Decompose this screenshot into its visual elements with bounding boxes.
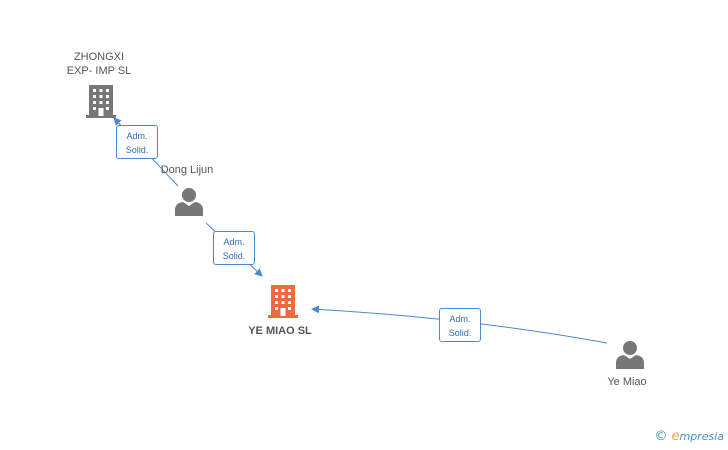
brand-name: mpresia bbox=[679, 430, 724, 443]
empresia-logo: ©empresia bbox=[654, 429, 724, 444]
node-label-ye-miao[interactable]: Ye Miao bbox=[607, 376, 647, 388]
edge-label-line: Adm. bbox=[126, 131, 148, 141]
person-icon[interactable] bbox=[616, 341, 644, 369]
node-label-line: ZHONGXI bbox=[73, 51, 125, 63]
building-icon[interactable] bbox=[268, 285, 298, 318]
edge-label-line: Adm. bbox=[223, 237, 245, 247]
edge-label-dong-yemiaosl[interactable]: Adm. Solid. bbox=[213, 231, 255, 265]
edge-label-line: Solid. bbox=[448, 328, 472, 338]
edge-label-yemiao-yemiaosl[interactable]: Adm. Solid. bbox=[439, 308, 481, 342]
brand-first-letter: e bbox=[671, 429, 680, 444]
node-label-zhongxi[interactable]: ZHONGXI EXP- IMP SL bbox=[52, 50, 146, 78]
edge-label-line: Solid. bbox=[222, 251, 246, 261]
edge-label-dong-zhongxi[interactable]: Adm. Solid. bbox=[116, 125, 158, 159]
node-label-line: EXP- IMP SL bbox=[66, 65, 132, 77]
node-label-dong-lijun[interactable]: Dong Lijun bbox=[160, 164, 214, 176]
node-label-ye-miao-sl[interactable]: YE MIAO SL bbox=[248, 325, 312, 337]
edge-label-line: Solid. bbox=[125, 145, 149, 155]
building-icon[interactable] bbox=[86, 85, 116, 118]
person-icon[interactable] bbox=[175, 188, 203, 216]
copyright-icon: © bbox=[654, 429, 668, 444]
edge-label-line: Adm. bbox=[449, 314, 471, 324]
